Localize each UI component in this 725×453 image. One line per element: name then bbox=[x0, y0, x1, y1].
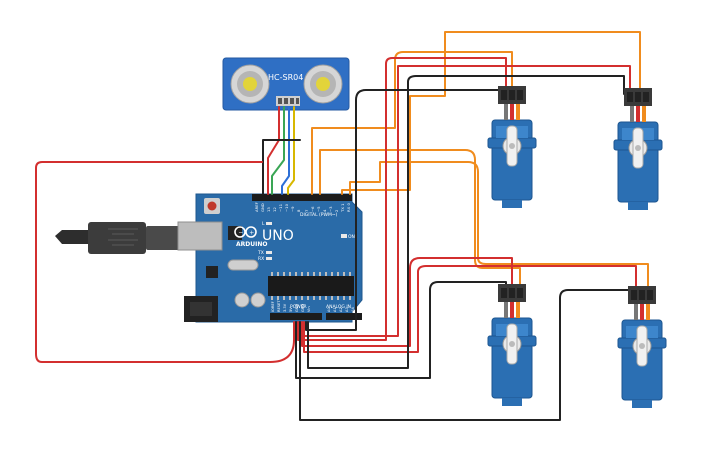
wire-signal-servo-3 bbox=[341, 31, 641, 195]
crystal bbox=[227, 259, 259, 271]
led-label-rx: RX bbox=[258, 256, 264, 262]
svg-text:A4: A4 bbox=[351, 307, 355, 312]
servo-motor-1 bbox=[487, 86, 537, 208]
svg-text:GND: GND bbox=[301, 304, 305, 312]
wire-sensor-gnd bbox=[287, 106, 295, 195]
svg-text:5V: 5V bbox=[289, 307, 293, 312]
svg-text:−: − bbox=[238, 229, 243, 236]
svg-text:A5: A5 bbox=[357, 307, 361, 312]
wire-sensor-echo bbox=[281, 106, 290, 195]
wires bbox=[35, 31, 649, 421]
svg-text:+: + bbox=[249, 230, 254, 237]
svg-text:GND: GND bbox=[260, 203, 265, 212]
servo-motor-2 bbox=[613, 88, 663, 210]
capacitor bbox=[234, 292, 250, 308]
wire-ground-servo-3 bbox=[307, 75, 625, 369]
svg-text:Vin: Vin bbox=[307, 306, 311, 312]
wire-signal-servo-1 bbox=[311, 51, 513, 195]
transducer-left bbox=[230, 64, 270, 104]
svg-text:8: 8 bbox=[296, 209, 301, 212]
svg-text:~10: ~10 bbox=[284, 203, 289, 212]
wire-ground-servo-1 bbox=[305, 89, 501, 331]
svg-text:~11: ~11 bbox=[278, 203, 283, 212]
wire-signal-servo-2 bbox=[319, 149, 521, 291]
svg-text:GND: GND bbox=[295, 304, 299, 312]
svg-text:~9: ~9 bbox=[290, 206, 295, 212]
svg-text:RX 0: RX 0 bbox=[346, 203, 351, 212]
svg-text:7: 7 bbox=[304, 209, 309, 212]
wire-ground-servo-2 bbox=[295, 281, 507, 379]
svg-text:A3: A3 bbox=[345, 307, 349, 312]
led-label-l: L bbox=[262, 221, 265, 227]
usb-jack bbox=[177, 221, 223, 251]
svg-text:4: 4 bbox=[322, 209, 327, 212]
svg-text:2: 2 bbox=[334, 209, 339, 212]
svg-text:A1: A1 bbox=[333, 307, 337, 312]
wire-red-left-loop bbox=[35, 161, 295, 363]
digital-pwm-label: DIGITAL (PWM~) bbox=[300, 212, 338, 218]
svg-text:12: 12 bbox=[272, 207, 277, 212]
arduino-logo: − + bbox=[234, 226, 257, 238]
wire-sensor-vcc bbox=[267, 106, 280, 195]
wire-signal-servo-4 bbox=[349, 161, 649, 293]
bottom-pin-labels: IOREF RESET 3.3V 5V GND GND Vin A0 A1 A2… bbox=[271, 300, 361, 312]
wire-power-servo-2 bbox=[301, 257, 513, 347]
arduino-uno-board: − + ARDUINO UNO ON L TX RX DIGITAL (PWM~… bbox=[177, 193, 363, 323]
svg-text:~6: ~6 bbox=[310, 206, 315, 212]
microcontroller-chip bbox=[268, 276, 354, 296]
board-model-label: UNO bbox=[262, 228, 294, 244]
svg-text:A2: A2 bbox=[339, 307, 343, 312]
svg-text:AREF: AREF bbox=[254, 202, 259, 212]
on-led bbox=[341, 234, 347, 238]
wire-sensor-ground-loop bbox=[262, 139, 301, 195]
servo-motor-3 bbox=[487, 284, 537, 406]
svg-text:IOREF: IOREF bbox=[271, 301, 275, 312]
svg-text:13: 13 bbox=[266, 207, 271, 212]
top-pin-labels: AREF GND 13 12 ~11 ~10 ~9 8 7 ~6 ~5 4 ~3… bbox=[254, 202, 351, 213]
capacitor bbox=[250, 292, 266, 308]
svg-text:~3: ~3 bbox=[328, 206, 333, 212]
wire-power-servo-1 bbox=[297, 57, 507, 341]
servo-motor-4 bbox=[617, 286, 667, 408]
power-header bbox=[270, 313, 322, 320]
on-led-label: ON bbox=[348, 234, 355, 240]
arduino-brand-label: ARDUINO bbox=[236, 241, 267, 248]
led-label-tx: TX bbox=[257, 250, 264, 256]
wire-ground-servo-4 bbox=[299, 289, 631, 421]
analog-header bbox=[326, 313, 362, 320]
ultrasonic-sensor: HC-SR04 bbox=[222, 57, 350, 111]
digital-header bbox=[252, 194, 352, 201]
svg-text:3.3V: 3.3V bbox=[283, 303, 287, 312]
power-label: POWER bbox=[290, 304, 307, 310]
wire-sensor-trig bbox=[271, 106, 285, 195]
transducer-right bbox=[303, 64, 343, 104]
svg-text:~5: ~5 bbox=[316, 206, 321, 212]
svg-text:TX 1: TX 1 bbox=[340, 203, 345, 213]
svg-text:A0: A0 bbox=[327, 307, 331, 312]
sensor-model-label: HC-SR04 bbox=[268, 73, 303, 82]
analog-in-label: ANALOG IN bbox=[326, 304, 351, 310]
wire-power-servo-4 bbox=[303, 265, 637, 353]
svg-text:RESET: RESET bbox=[277, 300, 281, 312]
